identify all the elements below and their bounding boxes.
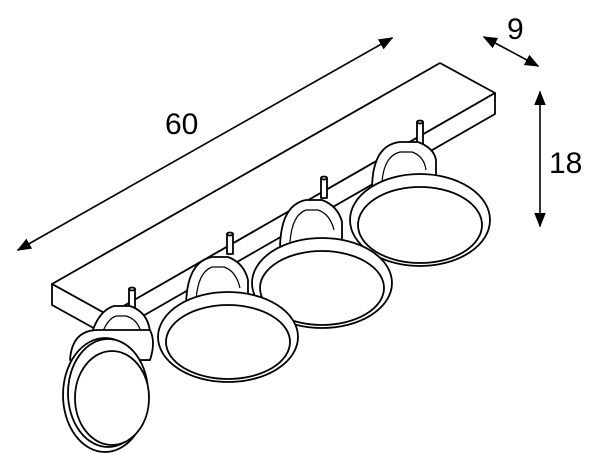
dimension-height: 18: [534, 90, 582, 228]
dimension-depth-line: [482, 36, 540, 67]
dimension-length-label: 60: [165, 108, 198, 141]
spotlight-3: [251, 175, 393, 329]
dimension-length: 60: [16, 37, 394, 251]
spotlight-1: [62, 286, 154, 453]
spotlight-4: [349, 119, 491, 267]
dimension-height-label: 18: [549, 147, 582, 180]
dimension-length-line: [16, 37, 394, 251]
dimension-depth-label: 9: [507, 13, 524, 46]
dimension-depth: 9: [482, 13, 540, 67]
spotlight-2: [157, 231, 299, 383]
